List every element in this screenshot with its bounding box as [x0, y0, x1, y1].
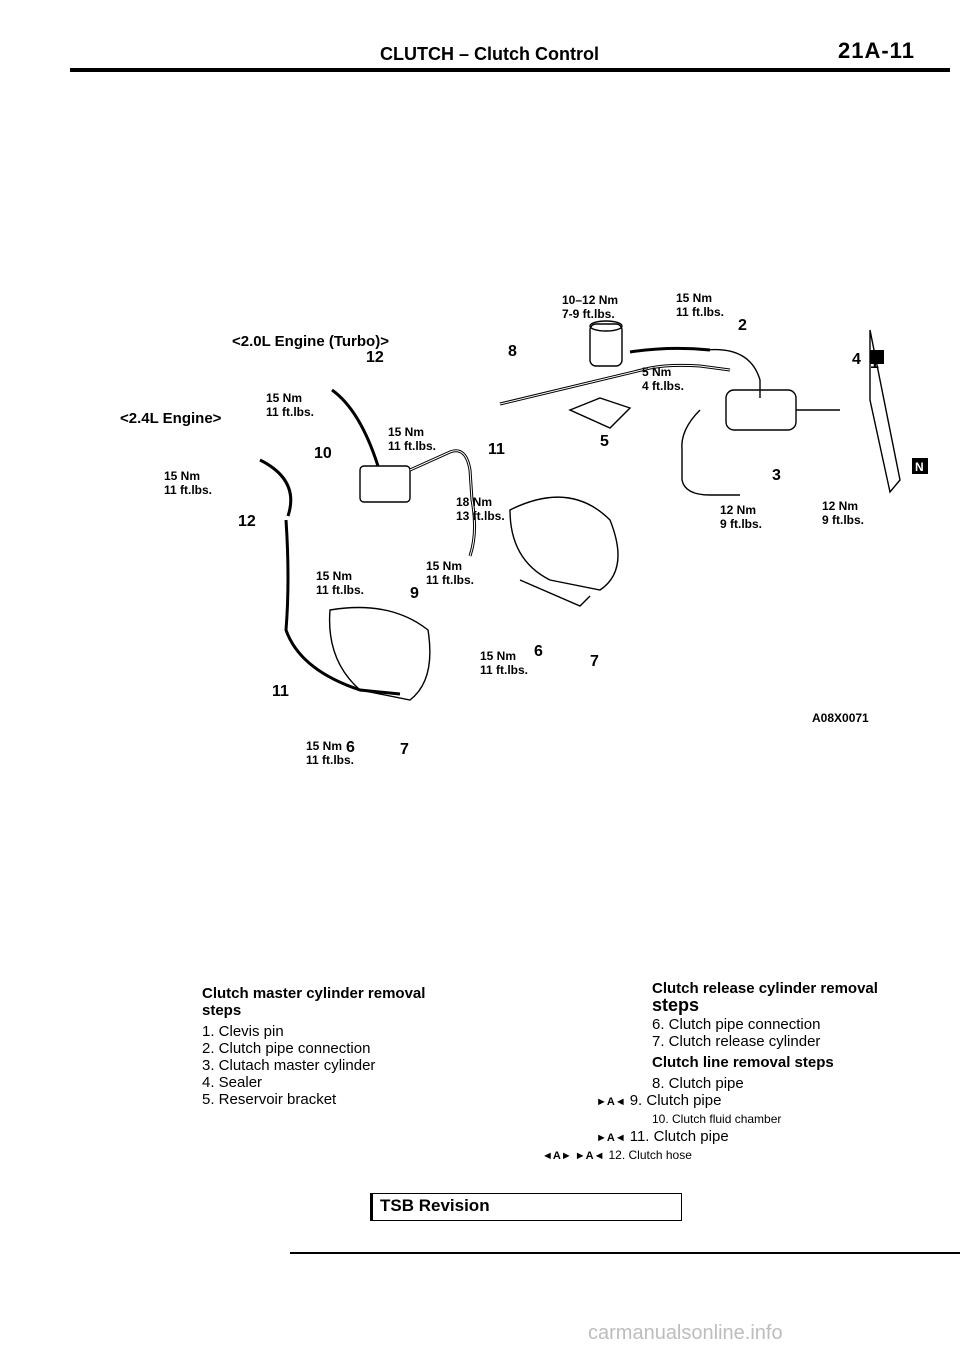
callout-7b: 7: [400, 741, 409, 758]
torque-11-ft-f: 11 ft.lbs.: [306, 753, 354, 767]
footer-rule: [290, 1252, 960, 1254]
left-heading-steps: steps: [202, 1002, 242, 1019]
right-item-7: 7. Clutch release cylinder: [652, 1033, 821, 1050]
section-code: 21A-11: [838, 38, 915, 63]
line-item-8-text: 8. Clutch pipe: [652, 1075, 744, 1092]
torque-4-ft: 4 ft.lbs.: [642, 379, 684, 393]
right-item-6: 6. Clutch pipe connection: [652, 1016, 821, 1033]
master-cylinder: [725, 389, 797, 431]
clutch-fluid-chamber: [359, 465, 411, 503]
release-cylinder-steps: Clutch release cylinder removal steps 6.…: [542, 980, 912, 1165]
torque-15-nm-left: 15 Nm: [164, 469, 200, 483]
n-badge-right-text: N: [915, 460, 924, 474]
line-item-12-text: 12. Clutch hose: [608, 1148, 692, 1162]
torque-15-nm-f: 15 Nm: [306, 739, 342, 753]
left-item-5: 5. Reservoir bracket: [202, 1091, 337, 1108]
callout-8: 8: [508, 343, 517, 360]
torque-10-12-nm: 10–12 Nm: [562, 293, 618, 307]
line-item-9: ►A◄9. Clutch pipe: [596, 1092, 912, 1111]
right-heading: Clutch release cylinder removal: [652, 980, 878, 997]
torque-11-ft-a: 11 ft.lbs.: [266, 405, 314, 419]
marker-a: ►A◄: [596, 1096, 626, 1108]
release-cylinder-right: [519, 579, 591, 607]
torque-15-nm-a: 15 Nm: [266, 391, 302, 405]
left-item-4: 4. Sealer: [202, 1074, 263, 1091]
tsb-revision-box: [370, 1193, 682, 1221]
reservoir-bracket: [568, 397, 632, 429]
clutch-pedal: [869, 329, 901, 494]
left-item-3: 3. Clutach master cylinder: [202, 1057, 376, 1074]
callout-11b: 11: [272, 683, 289, 700]
torque-13-ft: 13 ft.lbs.: [456, 509, 505, 523]
torque-15-nm-e: 15 Nm: [480, 649, 516, 663]
line-item-12: ◄A► ►A◄12. Clutch hose: [542, 1147, 912, 1165]
callout-6a: 6: [534, 643, 543, 660]
line-item-8: 8. Clutch pipe: [652, 1075, 912, 1092]
torque-9-ft-b: 9 ft.lbs.: [822, 513, 864, 527]
transmission-left: [328, 606, 431, 701]
torque-11-ft-e: 11 ft.lbs.: [480, 663, 528, 677]
marker-a-11: ►A◄: [596, 1132, 626, 1144]
clutch-diagram: <2.0L Engine (Turbo)> <2.4L Engine> 10–1…: [110, 280, 930, 780]
marker-a-12: ◄A► ►A◄: [542, 1150, 605, 1162]
torque-15-nm-top: 15 Nm: [676, 291, 712, 305]
torque-15-nm-b: 15 Nm: [388, 425, 424, 439]
callout-7a: 7: [590, 653, 599, 670]
engine-2-0l-label: <2.0L Engine (Turbo)>: [232, 333, 389, 350]
torque-12-nm-a: 12 Nm: [720, 503, 756, 517]
torque-9-ft-a: 9 ft.lbs.: [720, 517, 762, 531]
watermark: carmanualsonline.info: [588, 1322, 783, 1344]
line-item-11-text: 11. Clutch pipe: [629, 1128, 729, 1145]
callout-12b: 12: [238, 513, 256, 530]
reservoir-tank: [589, 323, 623, 367]
line-item-10-text: 10. Clutch fluid chamber: [652, 1112, 782, 1126]
callout-11a: 11: [488, 441, 505, 458]
left-heading: Clutch master cylinder removal: [202, 985, 426, 1002]
torque-18-nm: 18 Nm: [456, 495, 492, 509]
torque-7-9-ft: 7-9 ft.lbs.: [562, 307, 615, 321]
line-removal-heading: Clutch line removal steps: [652, 1054, 834, 1071]
line-item-9-text: 9. Clutch pipe: [629, 1092, 722, 1109]
callout-3: 3: [772, 467, 781, 484]
master-cylinder-steps: Clutch master cylinder removal steps 1. …: [202, 985, 502, 1108]
engine-2-4l-label: <2.4L Engine>: [120, 410, 222, 427]
n-badge-right: [912, 458, 928, 474]
callout-4: 4: [852, 351, 861, 368]
line-item-11: ►A◄11. Clutch pipe: [596, 1128, 912, 1147]
page-title: CLUTCH – Clutch Control: [380, 44, 599, 64]
right-heading-steps: steps: [652, 995, 700, 1015]
torque-11-ft-left: 11 ft.lbs.: [164, 483, 212, 497]
torque-5-nm: 5 Nm: [642, 365, 671, 379]
tsb-revision-label: TSB Revision: [380, 1196, 490, 1215]
torque-15-nm-c: 15 Nm: [426, 559, 462, 573]
torque-11-ft-b: 11 ft.lbs.: [388, 439, 436, 453]
transmission-right: [509, 496, 619, 591]
left-item-2: 2. Clutch pipe connection: [202, 1040, 371, 1057]
torque-11-ft-c: 11 ft.lbs.: [426, 573, 474, 587]
callout-2: 2: [738, 317, 747, 334]
figure-code: A08X0071: [812, 711, 869, 725]
callout-12a: 12: [366, 349, 384, 366]
callout-9: 9: [410, 585, 419, 602]
header-rule: [70, 68, 950, 72]
torque-11-ft-d: 11 ft.lbs.: [316, 583, 364, 597]
torque-11-ft-top: 11 ft.lbs.: [676, 305, 724, 319]
n-badge-top: [870, 350, 884, 364]
line-item-10: 10. Clutch fluid chamber: [652, 1111, 912, 1128]
callout-5: 5: [600, 433, 609, 450]
torque-15-nm-d: 15 Nm: [316, 569, 352, 583]
left-item-1: 1. Clevis pin: [202, 1023, 284, 1040]
callout-6b: 6: [346, 739, 355, 756]
callout-10: 10: [314, 445, 332, 462]
torque-12-nm-b: 12 Nm: [822, 499, 858, 513]
callout-1: 1: [870, 355, 879, 372]
